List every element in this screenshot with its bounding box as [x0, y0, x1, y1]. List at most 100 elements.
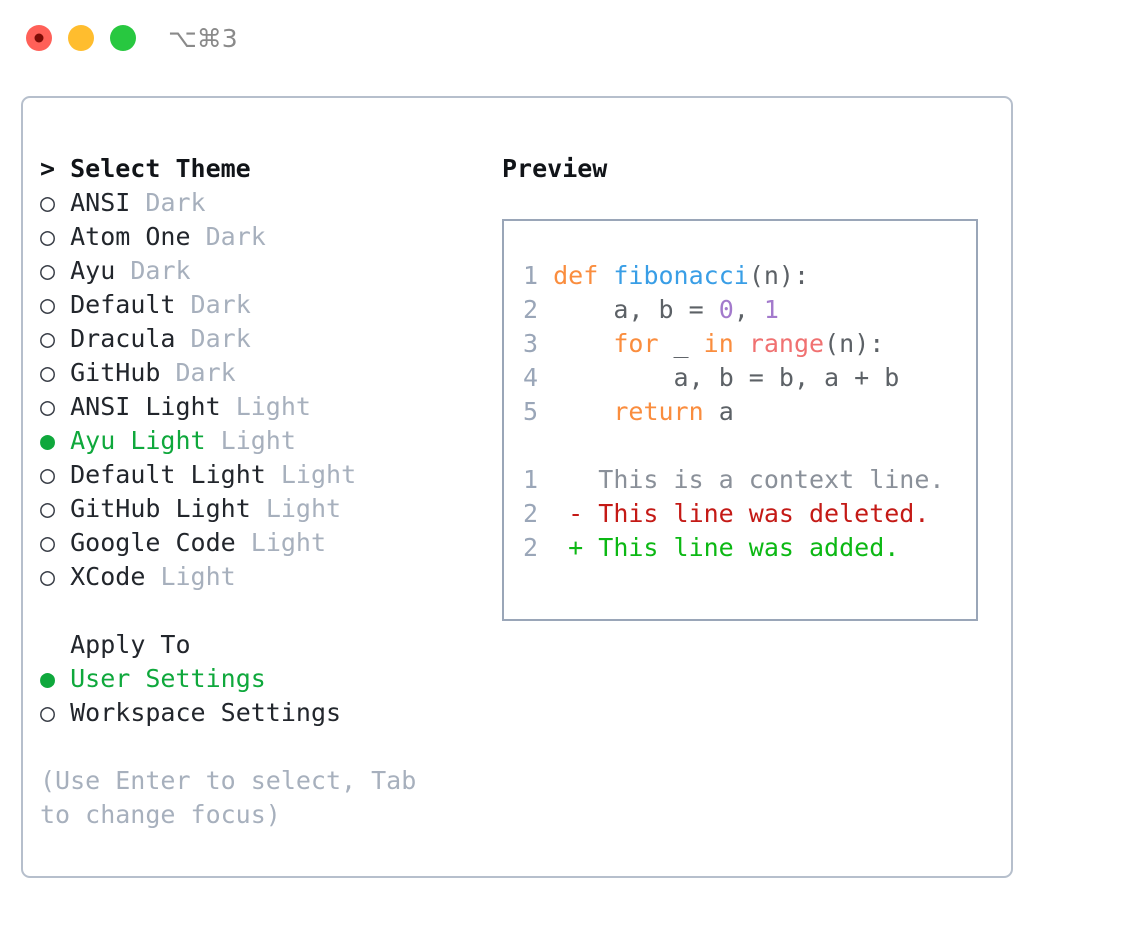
code-token-kw: in — [703, 329, 734, 358]
radio-unselected-icon: ○ — [40, 290, 56, 319]
theme-option-xcode[interactable]: ○ XCode Light — [40, 560, 480, 594]
theme-option-label: Dracula — [70, 324, 176, 353]
theme-option-label: GitHub Light — [70, 494, 251, 523]
theme-option-default[interactable]: ○ Default Dark — [40, 288, 480, 322]
diff-line-ctx: 1 This is a context line. — [523, 463, 968, 497]
theme-option-tag: Dark — [190, 290, 251, 319]
code-line: 5 return a — [523, 395, 968, 429]
code-token-kw: def — [553, 261, 599, 290]
title-bar: ⌥⌘3 — [0, 0, 1140, 76]
apply-to-option-list: ● User Settings○ Workspace Settings — [40, 662, 480, 730]
code-line-number: 5 — [523, 397, 539, 426]
apply-to-option-label: User Settings — [70, 664, 266, 693]
theme-option-label: ANSI — [70, 188, 131, 217]
diff-line-del: 2 - This line was deleted. — [523, 497, 968, 531]
apply-to-option-user-settings[interactable]: ● User Settings — [40, 662, 480, 696]
code-token-kw: return — [613, 397, 704, 426]
theme-option-tag: Dark — [175, 358, 236, 387]
maximize-button[interactable] — [110, 25, 136, 51]
theme-option-label: GitHub — [70, 358, 161, 387]
diff-text: This line was deleted. — [583, 499, 930, 528]
radio-unselected-icon: ○ — [40, 256, 56, 285]
apply-to-option-workspace-settings[interactable]: ○ Workspace Settings — [40, 696, 480, 730]
theme-option-github[interactable]: ○ GitHub Dark — [40, 356, 480, 390]
minimize-button[interactable] — [68, 25, 94, 51]
code-token-call: range — [748, 329, 825, 358]
radio-unselected-icon: ○ — [40, 324, 56, 353]
radio-unselected-icon: ○ — [40, 562, 56, 591]
radio-unselected-icon: ○ — [40, 358, 56, 387]
theme-option-atom-one[interactable]: ○ Atom One Dark — [40, 220, 480, 254]
theme-option-default-light[interactable]: ○ Default Light Light — [40, 458, 480, 492]
theme-option-ayu-light[interactable]: ● Ayu Light Light — [40, 424, 480, 458]
code-line: 1 def fibonacci(n): — [523, 259, 968, 293]
radio-unselected-icon: ○ — [40, 188, 56, 217]
code-line-number: 3 — [523, 329, 539, 358]
hint-spacer — [40, 730, 480, 764]
theme-option-dracula[interactable]: ○ Dracula Dark — [40, 322, 480, 356]
theme-picker-column: > Select Theme ○ ANSI Dark○ Atom One Dar… — [40, 152, 480, 832]
radio-selected-icon: ● — [40, 426, 56, 455]
theme-option-tag: Light — [220, 426, 296, 455]
diff-line-add: 2 + This line was added. — [523, 531, 968, 565]
theme-option-label: ANSI Light — [70, 392, 221, 421]
code-token-punc: (n): — [824, 329, 885, 358]
keyboard-hint-text: (Use Enter to select, Tab to change focu… — [40, 766, 417, 829]
diff-line-number: 2 — [523, 533, 539, 562]
theme-option-label: Atom One — [70, 222, 191, 251]
code-token-var: a, b = b, a + b — [553, 363, 900, 392]
diff-line-number: 1 — [523, 465, 539, 494]
list-spacer — [40, 594, 480, 628]
radio-unselected-icon: ○ — [40, 528, 56, 557]
preview-column: Preview 1 def fibonacci(n):2 a, b = 0, 1… — [502, 152, 992, 621]
preview-header: Preview — [502, 154, 608, 183]
theme-option-google-code[interactable]: ○ Google Code Light — [40, 526, 480, 560]
theme-option-github-light[interactable]: ○ GitHub Light Light — [40, 492, 480, 526]
code-line: 2 a, b = 0, 1 — [523, 293, 968, 327]
radio-selected-icon: ● — [40, 664, 56, 693]
code-token-punc — [598, 261, 613, 290]
radio-unselected-icon: ○ — [40, 222, 56, 251]
theme-option-label: XCode — [70, 562, 146, 591]
code-line-number: 1 — [523, 261, 539, 290]
theme-option-ayu[interactable]: ○ Ayu Dark — [40, 254, 480, 288]
radio-unselected-icon: ○ — [40, 460, 56, 489]
radio-unselected-icon: ○ — [40, 392, 56, 421]
keyboard-shortcut-label: ⌥⌘3 — [168, 24, 238, 53]
theme-option-tag: Light — [160, 562, 236, 591]
window-controls — [26, 25, 136, 51]
theme-option-tag: Dark — [130, 256, 191, 285]
theme-option-list: ○ ANSI Dark○ Atom One Dark○ Ayu Dark○ De… — [40, 186, 480, 594]
theme-option-ansi[interactable]: ○ ANSI Dark — [40, 186, 480, 220]
radio-unselected-icon: ○ — [40, 494, 56, 523]
theme-option-label: Default — [70, 290, 176, 319]
code-token-var: a — [703, 397, 734, 426]
code-token-kw: for — [613, 329, 659, 358]
theme-option-tag: Light — [280, 460, 357, 489]
theme-option-label: Default Light — [70, 460, 266, 489]
theme-option-tag: Dark — [190, 324, 251, 353]
theme-option-ansi-light[interactable]: ○ ANSI Light Light — [40, 390, 480, 424]
diff-line-number: 2 — [523, 499, 539, 528]
code-token-var: _ — [658, 329, 704, 358]
diff-text: This line was added. — [583, 533, 900, 562]
select-theme-header: > Select Theme — [40, 154, 251, 183]
code-line-number: 4 — [523, 363, 539, 392]
theme-option-tag: Dark — [205, 222, 266, 251]
code-token-punc: , — [733, 295, 764, 324]
diff-marker — [538, 465, 583, 494]
theme-option-tag: Light — [265, 494, 342, 523]
theme-option-label: Ayu — [70, 256, 116, 285]
code-line-number: 2 — [523, 295, 539, 324]
theme-option-label: Google Code — [70, 528, 236, 557]
diff-marker: + — [538, 533, 584, 562]
theme-option-tag: Light — [235, 392, 311, 421]
theme-option-label: Ayu Light — [70, 426, 206, 455]
diff-sample: 1 This is a context line.2 - This line w… — [523, 463, 968, 565]
code-token-punc — [553, 329, 613, 358]
code-diff-separator — [523, 429, 968, 463]
close-button[interactable] — [26, 25, 52, 51]
diff-text: This is a context line. — [583, 465, 945, 494]
